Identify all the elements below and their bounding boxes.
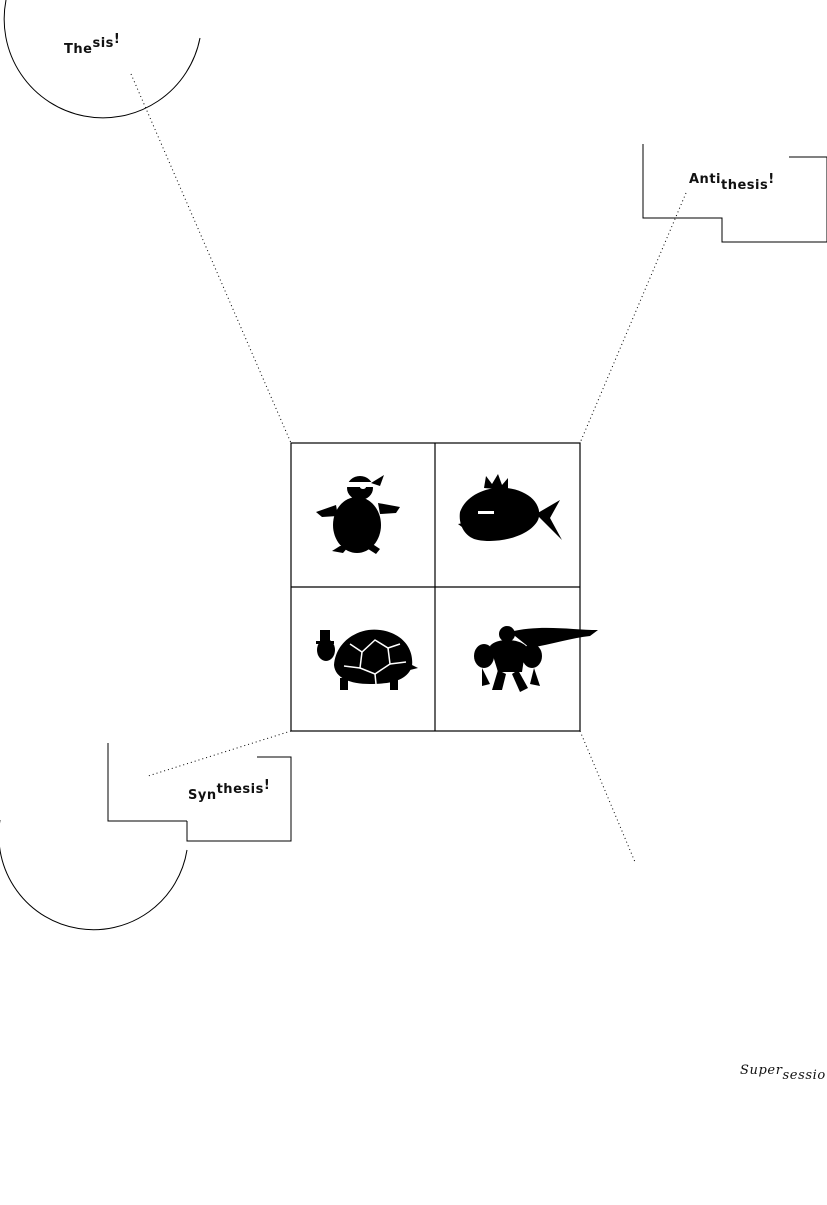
antithesis-label-base: Anti (689, 172, 721, 187)
antithesis-label: Antithesis! (689, 172, 775, 187)
grid-cell-bottom-left[interactable] (292, 588, 434, 730)
thesis-label-raised: sis (92, 36, 113, 51)
synthesis-arc-frame (0, 820, 187, 930)
antithesis-bracket-right (789, 157, 827, 242)
thesis-label: Thesis! (64, 42, 120, 57)
connector-thesis (131, 74, 291, 443)
grid-cell-top-right[interactable] (436, 444, 579, 586)
antithesis-label-lowered: thesis (721, 178, 768, 193)
supersession-label: Supersessio (740, 1063, 826, 1078)
synthesis-bracket-left (108, 743, 187, 821)
synthesis-label: Synthesis! (188, 788, 270, 803)
synthesis-label-base: Syn (188, 788, 217, 803)
antithesis-label-bang: ! (768, 172, 774, 187)
supersession-label-lowered: sessio (783, 1068, 826, 1083)
thesis-label-bang: ! (114, 32, 120, 47)
grid-cell-top-left[interactable] (292, 444, 434, 586)
thesis-arc-frame (4, 0, 200, 118)
antithesis-bracket-left (643, 144, 827, 242)
connector-fourth (580, 731, 635, 862)
grid-cell-bottom-right[interactable] (436, 588, 579, 730)
connector-synthesis (148, 731, 291, 776)
connector-antithesis (580, 193, 686, 443)
synthesis-label-raised: thesis (217, 782, 264, 797)
synthesis-label-bang: ! (264, 778, 270, 793)
supersession-label-base: Super (740, 1063, 783, 1078)
thesis-label-base: The (64, 42, 92, 57)
